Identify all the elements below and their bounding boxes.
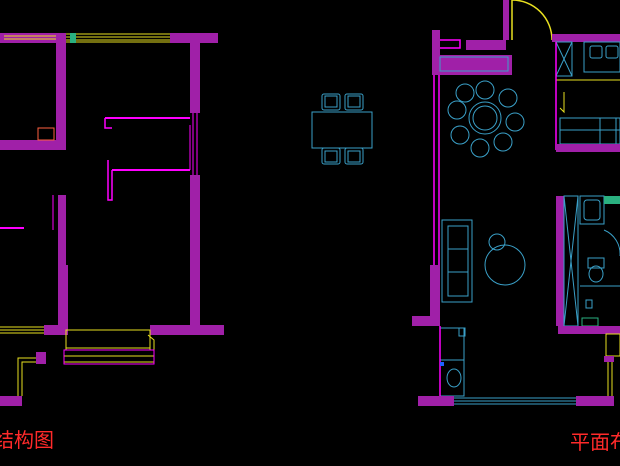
toilet-tank <box>587 257 605 269</box>
window-top-left <box>4 35 56 40</box>
entry-door <box>511 0 553 41</box>
counter <box>439 56 509 72</box>
round-table-chair <box>450 125 470 145</box>
wall-bathroom-left <box>556 196 564 326</box>
wall-kitchen-top <box>552 34 620 42</box>
window-bottom <box>454 397 576 405</box>
fridge-line <box>555 41 573 77</box>
wall-bottom-right <box>576 396 614 406</box>
balcony <box>63 329 155 363</box>
round-table-chair <box>498 88 518 108</box>
wall-upper <box>432 30 440 55</box>
window-lower-left <box>17 357 40 396</box>
side-table <box>488 233 506 251</box>
kitchen-counter <box>559 117 620 145</box>
fixture-marker <box>581 317 599 327</box>
floor-drain <box>585 299 593 309</box>
sink <box>589 45 603 59</box>
stove <box>599 117 617 145</box>
wall-kitchen-bottom <box>556 144 620 152</box>
wall-top-right <box>170 33 218 43</box>
column-marker <box>37 127 55 141</box>
sink-counter <box>583 41 620 73</box>
wall-node <box>36 352 46 364</box>
wall-bottom-left <box>44 325 68 335</box>
wall-node <box>56 33 66 43</box>
dining-table <box>311 111 373 149</box>
round-dining-table <box>447 80 525 158</box>
window-right <box>605 333 620 357</box>
coffee-table <box>484 244 526 286</box>
balcony-outline <box>63 349 155 365</box>
bathtub <box>579 195 605 225</box>
wall-node <box>604 356 614 362</box>
partition <box>440 39 461 49</box>
wall-bottom-left <box>412 316 440 326</box>
round-table-chair <box>447 100 467 120</box>
dining-table-block <box>311 93 373 165</box>
bathroom-door-arc <box>603 229 620 256</box>
wall-right-upper <box>190 43 200 113</box>
wall-vertical-center <box>56 43 66 123</box>
wall-right-lower <box>190 175 200 330</box>
wall-left-lower <box>58 195 66 265</box>
cabinet-knob <box>458 327 466 337</box>
wall-column <box>70 33 76 43</box>
partition <box>107 160 113 201</box>
round-table-chair <box>475 80 495 100</box>
structure-plan <box>0 33 224 406</box>
dining-chair <box>344 93 364 111</box>
round-table-chair <box>505 112 525 132</box>
wall-left-bottom <box>58 265 68 335</box>
bathtub-basin <box>583 199 601 221</box>
wall-top-left <box>0 33 56 43</box>
round-table-chair <box>470 138 490 158</box>
wall-kitchen-counter <box>432 55 512 75</box>
shelf-line <box>563 195 579 327</box>
fixture-marker <box>440 362 444 366</box>
wall-bottom-corner <box>0 396 22 406</box>
toilet <box>588 265 604 283</box>
wall-bottom-right <box>150 325 224 335</box>
structure-plan-title: 结构图 <box>0 428 54 452</box>
wall-bathroom-bottom <box>558 326 620 334</box>
cabinet <box>439 327 465 361</box>
dining-chair <box>344 147 364 165</box>
round-table-chair <box>455 83 475 103</box>
dining-chair <box>321 93 341 111</box>
wall-horizontal-left <box>0 140 66 150</box>
partition <box>104 118 112 129</box>
window-bottom-left <box>0 326 44 334</box>
sink <box>605 45 619 59</box>
layout-plan <box>412 0 620 406</box>
window-right-lower <box>607 360 613 396</box>
window-top <box>66 33 170 43</box>
round-table-chair <box>493 132 513 152</box>
wall-top <box>466 40 506 50</box>
washbasin <box>446 368 462 388</box>
wall-bottom <box>418 396 454 406</box>
door-arrow <box>559 92 565 114</box>
wall-node <box>56 123 66 143</box>
wall-left-lower <box>430 265 440 320</box>
sofa <box>441 219 473 303</box>
layout-plan-title: 平面布 <box>570 430 620 454</box>
dining-chair <box>321 147 341 165</box>
wall-column <box>604 196 620 204</box>
